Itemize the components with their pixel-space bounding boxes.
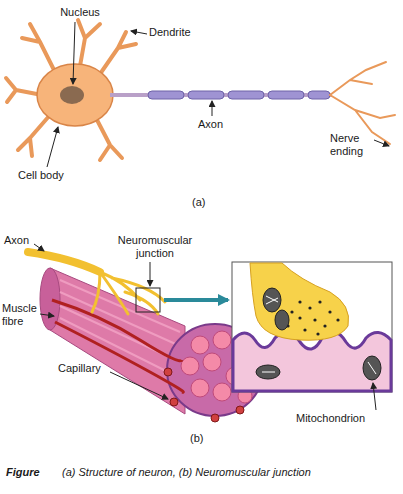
leader-lines-b	[373, 383, 376, 410]
part-label: Neuromuscular junction	[110, 234, 200, 260]
muscle-fibre	[191, 336, 209, 354]
leader-lines-b	[110, 372, 168, 399]
junction-inset	[298, 300, 301, 303]
junction-inset	[363, 356, 381, 380]
junction-inset	[336, 318, 339, 321]
leader-lines-b	[34, 244, 376, 410]
part-label: Cell body	[18, 169, 78, 182]
capillary	[236, 406, 244, 414]
junction-inset	[286, 300, 339, 335]
nucleus	[60, 86, 84, 104]
muscle-fibre	[191, 379, 209, 397]
part-label: Dendrite	[149, 26, 209, 39]
junction-inset	[313, 318, 316, 321]
muscle-fibre	[213, 383, 231, 401]
junction-inset	[318, 300, 321, 303]
junction-inset	[250, 263, 349, 340]
leader-lines-b	[34, 244, 44, 251]
junction-inset	[256, 365, 280, 379]
motor-axon	[28, 252, 165, 314]
muscle-fibre	[40, 268, 60, 330]
junction-inset	[262, 372, 275, 373]
junction-inset	[275, 310, 289, 330]
junction-inset	[303, 328, 306, 331]
leader-lines	[73, 22, 75, 84]
junction-inset	[316, 332, 319, 335]
junction-inset	[328, 310, 331, 313]
nerve-ending	[330, 62, 395, 144]
junction-inset	[368, 362, 376, 374]
axon	[228, 91, 264, 99]
nerve-ending	[330, 62, 386, 95]
dendrites	[100, 32, 136, 74]
junction-inset	[232, 262, 392, 392]
leader-lines-b	[40, 314, 54, 316]
muscle-fibre	[203, 353, 221, 371]
junction-inset	[298, 316, 301, 319]
part-label: Nucleus	[50, 6, 110, 19]
capillary	[170, 398, 178, 406]
junction-arrow	[164, 298, 228, 302]
leader-lines	[47, 127, 58, 167]
capillary	[55, 322, 183, 392]
junction-inset	[290, 310, 293, 313]
junction-inset	[232, 262, 392, 392]
axon	[308, 91, 330, 99]
part-label: Muscle fibre	[2, 302, 40, 328]
leader-lines	[374, 140, 389, 146]
axon	[110, 91, 332, 99]
junction-inset	[323, 324, 326, 327]
motor-axon	[92, 272, 165, 314]
junction-inset	[256, 288, 381, 380]
motor-axon	[28, 252, 100, 272]
dendrites	[6, 20, 136, 160]
dendrites	[18, 115, 50, 156]
leader-lines-b	[150, 262, 151, 286]
figure-part-label: (b)	[190, 432, 220, 445]
junction-inset	[262, 296, 376, 374]
muscle-fibre	[181, 357, 199, 375]
junction-inset	[233, 332, 391, 391]
cell-body	[37, 64, 113, 126]
muscle-fibre	[213, 331, 231, 349]
figure-caption: (a) Structure of neuron, (b) Neuromuscul…	[62, 466, 392, 479]
capillary	[211, 414, 219, 422]
leader-lines	[131, 31, 147, 34]
figure-part-label: (a)	[192, 196, 222, 209]
junction-inset	[266, 296, 278, 304]
junction-inset	[308, 306, 311, 309]
axon	[268, 91, 304, 99]
muscle-fibre	[40, 268, 263, 416]
figure-word: Figure	[6, 466, 66, 479]
muscle-fibre	[50, 268, 185, 414]
leader-lines	[47, 22, 389, 167]
junction-inset	[263, 288, 281, 312]
part-label: Mitochondrion	[296, 412, 376, 425]
part-label: Nerve ending	[330, 132, 378, 158]
part-label: Axon	[4, 234, 44, 247]
junction-box	[136, 288, 160, 312]
leader-lines	[212, 101, 213, 116]
dendrites	[22, 24, 55, 72]
part-label: Capillary	[58, 362, 113, 375]
capillary	[164, 368, 172, 376]
part-label: Axon	[198, 118, 238, 131]
dendrites	[78, 20, 100, 66]
dendrites	[96, 118, 122, 160]
axon	[188, 91, 224, 99]
axon	[148, 91, 184, 99]
